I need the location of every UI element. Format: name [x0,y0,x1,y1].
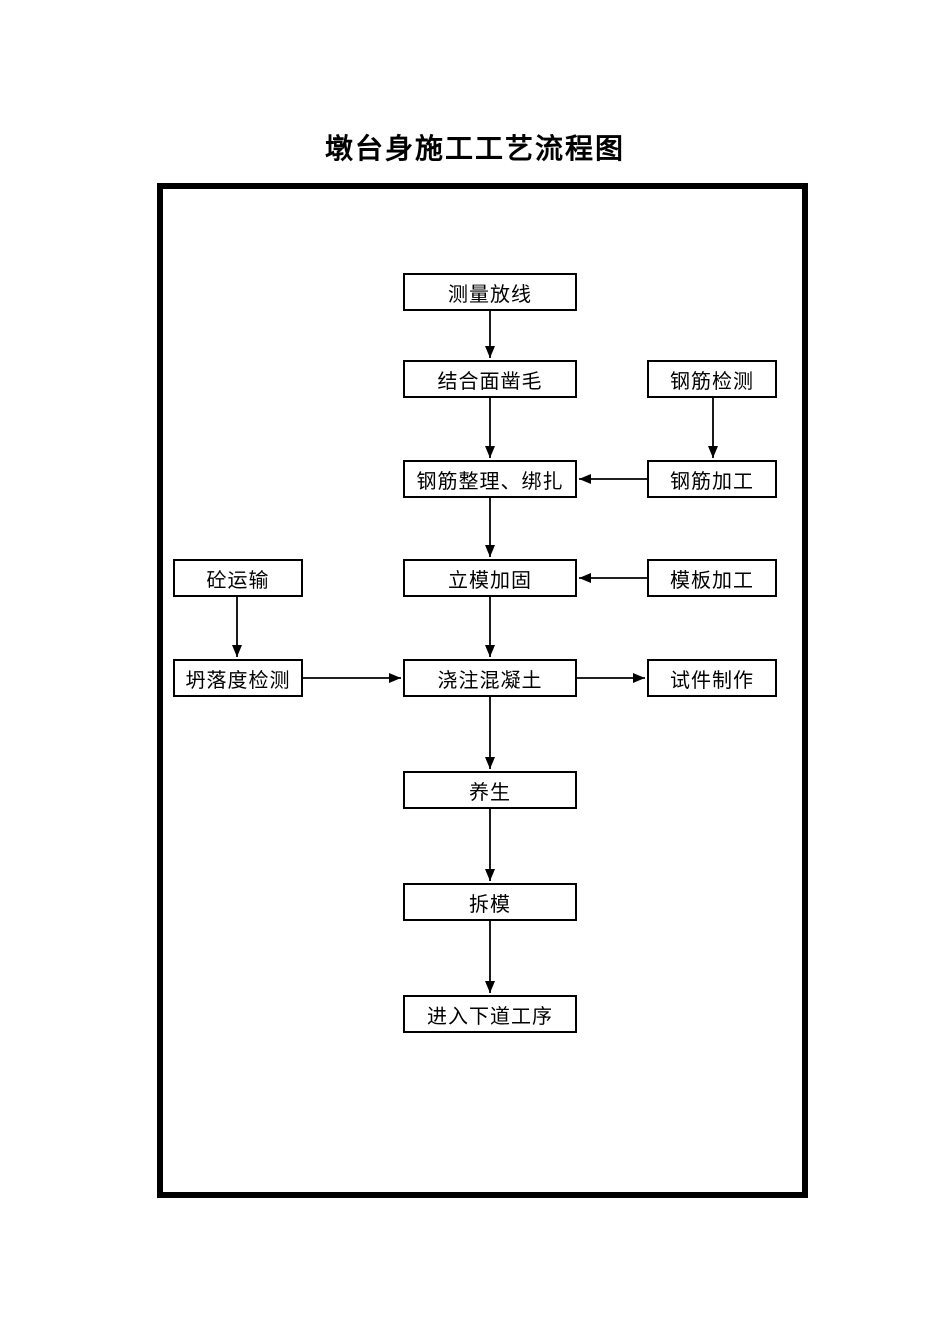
flow-node-next-process: 进入下道工序 [403,995,577,1033]
flow-node-survey-layout: 测量放线 [403,273,577,311]
flow-node-formwork-erection: 立模加固 [403,559,577,597]
flow-node-slump-test: 坍落度检测 [173,659,303,697]
flow-node-rebar-inspection: 钢筋检测 [647,360,777,398]
flow-node-rebar-processing: 钢筋加工 [647,460,777,498]
flow-node-formwork-processing: 模板加工 [647,559,777,597]
flow-node-test-specimen-making: 试件制作 [647,659,777,697]
page-title: 墩台身施工工艺流程图 [324,133,625,164]
flow-node-joint-surface-roughening: 结合面凿毛 [403,360,577,398]
flow-node-formwork-removal: 拆模 [403,883,577,921]
flow-node-concrete-transport: 砼运输 [173,559,303,597]
flow-node-concrete-pouring: 浇注混凝土 [403,659,577,697]
flow-node-curing: 养生 [403,771,577,809]
flow-node-rebar-arranging-tying: 钢筋整理、绑扎 [403,460,577,498]
